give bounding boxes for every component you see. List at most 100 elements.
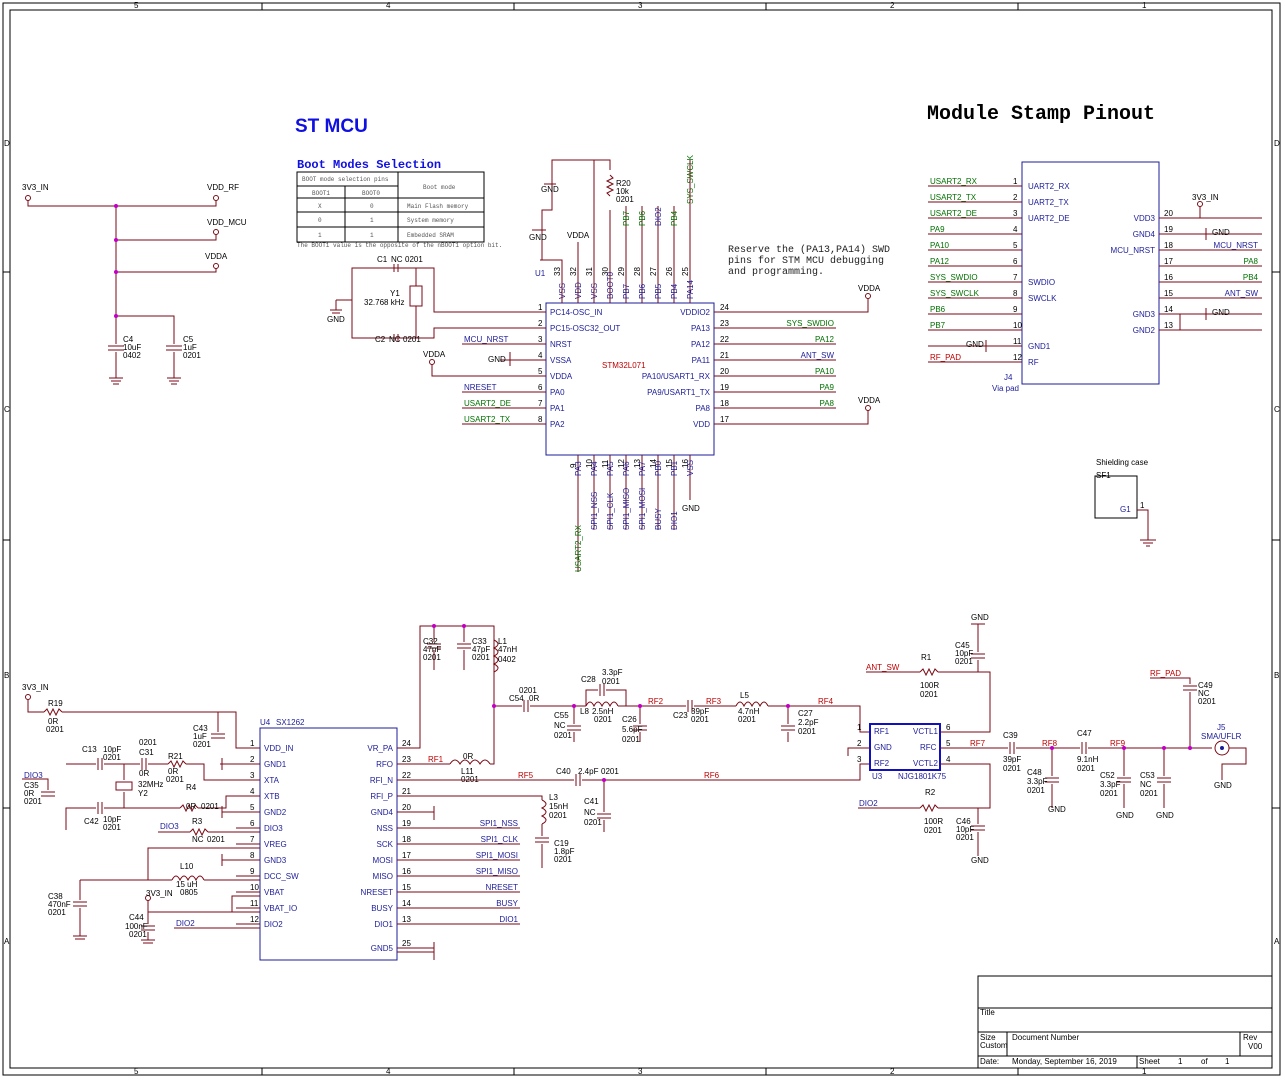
row-label-right: B — [1274, 671, 1279, 680]
mcu-part: STM32L071 — [602, 361, 646, 370]
part-package: 0201 — [519, 686, 537, 695]
net-ant-sw: ANT_SW — [866, 663, 900, 672]
boot-cell: Main Flash memory — [407, 203, 469, 210]
module-net-label: USART2_TX — [930, 193, 977, 202]
part-value: 10k — [616, 187, 630, 196]
part-package: 0402 — [498, 655, 516, 664]
module-pin-number: 20 — [1164, 209, 1173, 218]
mcu-vdda-terminal — [865, 405, 871, 411]
mcu-ref: U1 — [535, 269, 546, 278]
boot-table-heading: Boot Modes Selection — [297, 158, 441, 172]
mcu-pin-name: PA11 — [692, 356, 711, 365]
connector-part: SMA/UFLR — [1201, 732, 1242, 741]
shield-sf1: Shielding case SF1 G1 1 — [1094, 458, 1156, 547]
row-label-left: B — [4, 671, 9, 680]
module-net-label: PB6 — [930, 305, 946, 314]
switch-part: NJG1801K75 — [898, 772, 947, 781]
net-3v3-in: 3V3_IN — [146, 889, 173, 898]
part-ref: Y1 — [390, 289, 400, 298]
gnd-label: GND — [971, 613, 989, 622]
mcu-net-label: SPI1_MISO — [622, 488, 631, 530]
module-pin-number: 4 — [1013, 225, 1018, 234]
mcu-vdda-stub — [760, 298, 869, 313]
mcu-pin-number: 25 — [681, 267, 690, 276]
mcu-net-label: PA10 — [815, 367, 835, 376]
col-label-top: 3 — [638, 1, 643, 10]
swd-note-line: and programming. — [728, 266, 824, 278]
radio-net-label: BUSY — [496, 899, 518, 908]
switch-pin-name: RFC — [920, 743, 937, 752]
boot-cell: X — [318, 203, 322, 210]
switch-pin-num: 4 — [946, 755, 951, 764]
switch-pin-num: 6 — [946, 723, 951, 732]
radio-pin-number: 25 — [402, 939, 411, 948]
mcu-net-label: PB7 — [622, 210, 631, 226]
mcu-pin-number: 23 — [720, 319, 729, 328]
module-pin-number: 8 — [1013, 289, 1018, 298]
mcu-pin-number: 26 — [665, 267, 674, 276]
part-package: 0201 — [1027, 786, 1045, 795]
part-ref: C26 — [622, 715, 637, 724]
part-ref: R20 — [616, 179, 631, 188]
part-package: 0201 — [622, 735, 640, 744]
boot-cell: System memory — [407, 217, 454, 224]
gnd-label: GND — [1214, 781, 1232, 790]
net-vdd-mcu: VDD_MCU — [207, 218, 247, 227]
mcu-pin-number: 9 — [569, 463, 578, 468]
boot-footnote: The BOOT1 value is the opposite of the n… — [297, 242, 502, 249]
part-package: 0201 — [920, 690, 938, 699]
radio-pin-number: 6 — [250, 819, 255, 828]
radio-pin-name: GND4 — [371, 808, 394, 817]
part-ref: C54 — [509, 694, 524, 703]
module-pin-name: UART2_RX — [1028, 182, 1070, 191]
mcu-pins: 1PC14-OSC_IN2PC15-OSC32_OUT3NRSTMCU_NRST… — [423, 154, 881, 572]
module-pin-name: VDD3 — [1134, 214, 1156, 223]
col-label-bottom: 4 — [386, 1067, 391, 1076]
section-title: ST MCU — [295, 116, 368, 137]
radio-pin-name: GND1 — [264, 760, 287, 769]
part-package: 0201 — [103, 823, 121, 832]
mcu-pin-name: PC15-OSC32_OUT — [550, 324, 620, 333]
part-package: 0201 — [24, 797, 42, 806]
radio-pin-name: NRESET — [361, 888, 394, 897]
part-ref: C43 — [193, 724, 208, 733]
radio-pin-name: VBAT — [264, 888, 284, 897]
part-package: 0201 — [183, 351, 201, 360]
part-value: 10pF — [103, 745, 121, 754]
sheet-border-inner — [9, 9, 1273, 1069]
part-ref: C4 — [123, 335, 134, 344]
module-pin-number: 14 — [1164, 305, 1173, 314]
module-pin-number: 9 — [1013, 305, 1018, 314]
part-ref: L8 — [580, 707, 589, 716]
radio-pin-name: MOSI — [373, 856, 393, 865]
col-label-bottom: 2 — [890, 1067, 895, 1076]
mcu-pin-number: 7 — [538, 399, 543, 408]
module-pin-name: SWDIO — [1028, 278, 1055, 287]
module-pin-number: 13 — [1164, 321, 1173, 330]
part-value: 1.8pF — [554, 847, 575, 856]
part-package: 0201 — [201, 802, 219, 811]
date-label: Date: — [980, 1057, 999, 1066]
part-ref: C41 — [584, 797, 599, 806]
radio-pin-name: RFI_N — [370, 776, 393, 785]
module-pin-name: GND3 — [1133, 310, 1156, 319]
boot-col-boot1: BOOT1 — [312, 190, 330, 197]
part-package: 0201 — [549, 811, 567, 820]
part-value: 0R — [24, 789, 34, 798]
shield-pin: G1 — [1120, 505, 1131, 514]
gnd-label: GND — [966, 340, 984, 349]
radio-pin-number: 13 — [402, 915, 411, 924]
mcu-pin-number: 18 — [720, 399, 729, 408]
part-ref: R19 — [48, 699, 63, 708]
mcu-net-label: USART2_TX — [464, 415, 511, 424]
mcu-net-label: NRESET — [464, 383, 497, 392]
mcu-pin-name: PA3 — [574, 461, 583, 476]
shield-label: Shielding case — [1096, 458, 1149, 467]
mcu-pin-number: 33 — [553, 267, 562, 276]
boot-col-mode: Boot mode — [423, 184, 456, 191]
module-net-label: USART2_RX — [930, 177, 978, 186]
part-package: 0201 — [46, 725, 64, 734]
radio-pin-name: MISO — [373, 872, 393, 881]
module-net-label: ANT_SW — [1225, 289, 1259, 298]
